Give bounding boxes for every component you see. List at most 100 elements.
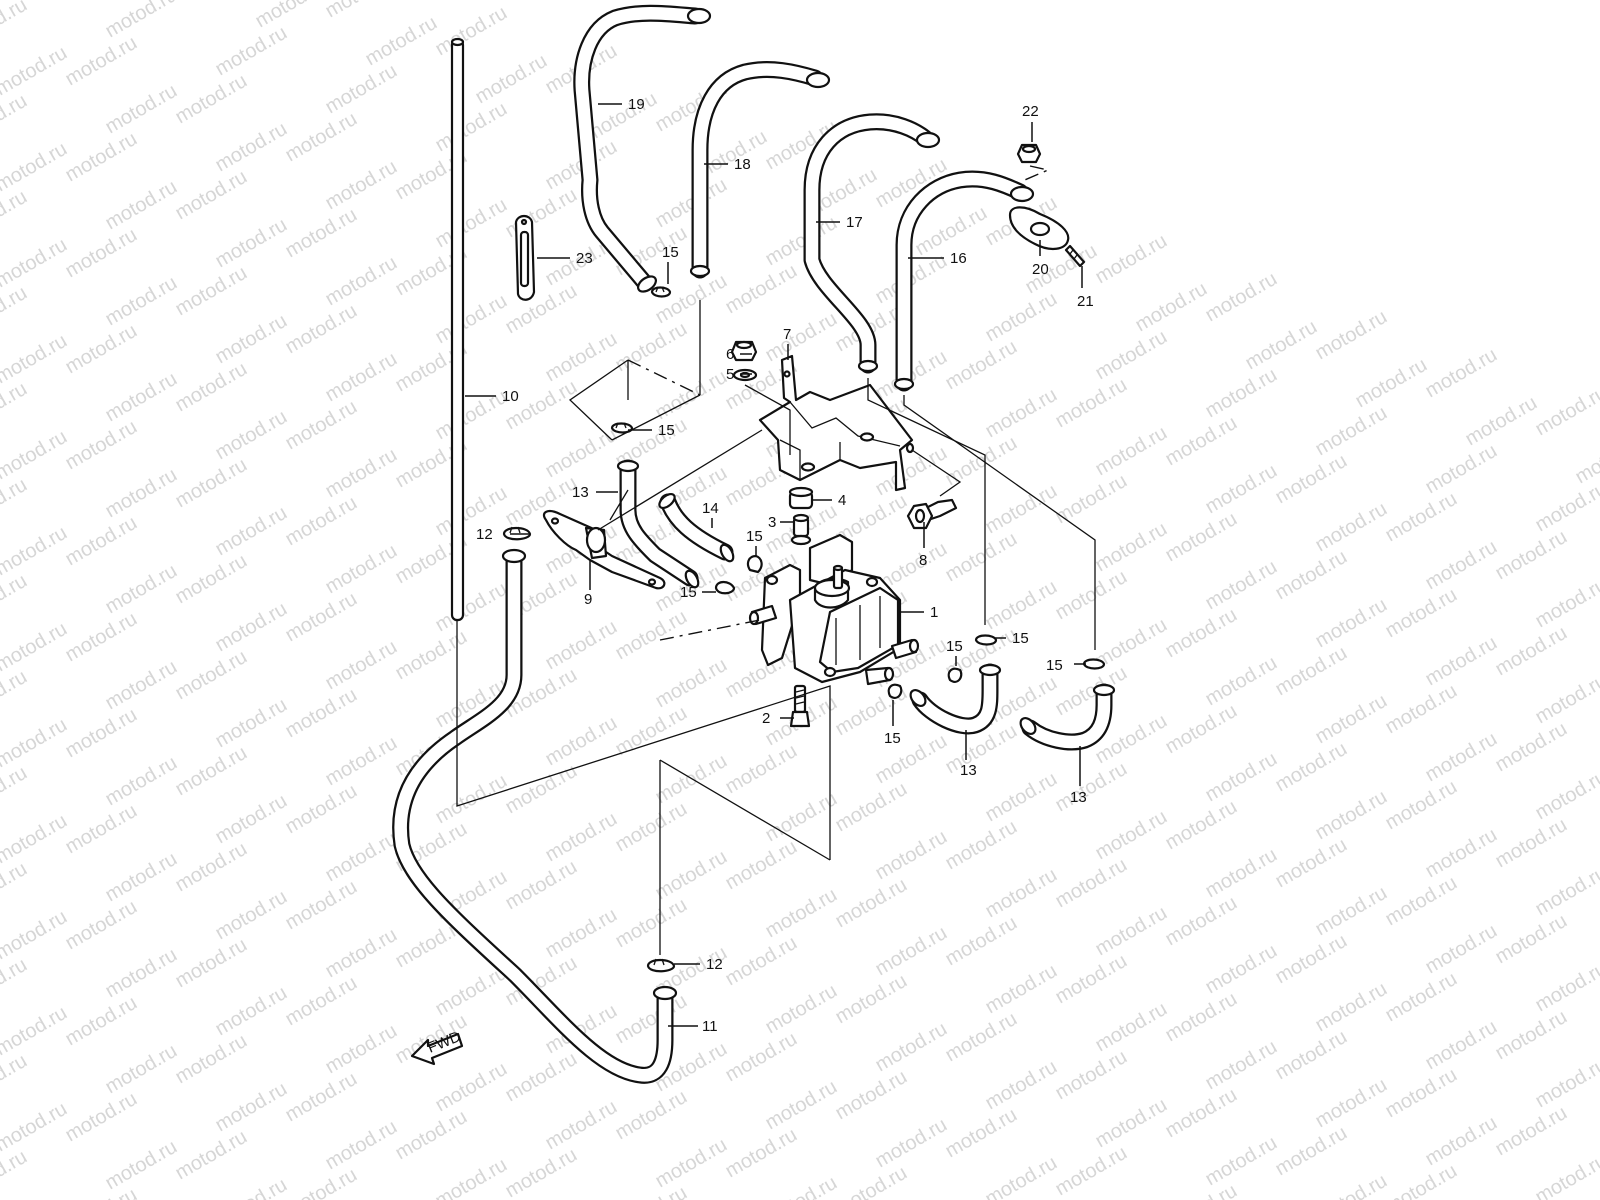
watermark-text: motod.ru (1532, 574, 1600, 633)
watermark-text: motod.ru (652, 366, 731, 425)
watermark-text: motod.ru (1052, 1046, 1131, 1105)
watermark-text: motod.ru (1092, 518, 1171, 577)
watermark-text: motod.ru (982, 864, 1061, 923)
watermark-text: motod.ru (212, 22, 291, 81)
callout-12-b: 12 (706, 956, 723, 973)
clip-15-a (650, 286, 672, 298)
callout-15-d: 15 (680, 584, 697, 601)
watermark-text: motod.ru (612, 702, 691, 761)
watermark-text: motod.ru (172, 1126, 251, 1185)
watermark-text: motod.ru (982, 288, 1061, 347)
watermark-text: motod.ru (62, 512, 141, 571)
watermark-text: motod.ru (1532, 766, 1600, 825)
watermark-text: motod.ru (172, 1030, 251, 1089)
watermark-text: motod.ru (542, 616, 621, 675)
part-5-washer (732, 368, 758, 382)
callout-23: 23 (576, 250, 593, 267)
clip-12-upper (502, 526, 532, 541)
watermark-text: motod.ru (1132, 278, 1211, 337)
watermark-text: motod.ru (322, 348, 401, 407)
watermark-text: motod.ru (322, 540, 401, 599)
part-11-return-hose (392, 548, 678, 1084)
watermark-text: motod.ru (1312, 306, 1391, 365)
watermark-text: motod.ru (322, 732, 401, 791)
part-2-screw (789, 684, 811, 728)
watermark-text: motod.ru (0, 570, 31, 629)
watermark-text: motod.ru (1492, 910, 1571, 969)
watermark-text: motod.ru (62, 704, 141, 763)
watermark-text: motod.ru (172, 838, 251, 897)
callout-2: 2 (762, 710, 770, 727)
watermark-text: motod.ru (432, 290, 511, 349)
watermark-text: motod.ru (762, 1172, 841, 1200)
watermark-text: motod.ru (432, 2, 511, 61)
watermark-text: motod.ru (1272, 738, 1351, 797)
watermark-text: motod.ru (1162, 700, 1241, 759)
watermark-text: motod.ru (1382, 680, 1461, 739)
watermark-text: motod.ru (1272, 1026, 1351, 1085)
watermark-text: motod.ru (102, 656, 181, 715)
watermark-text: motod.ru (1352, 354, 1431, 413)
watermark-text: motod.ru (212, 1078, 291, 1137)
watermark-text: motod.ru (652, 654, 731, 713)
watermark-text: motod.ru (1162, 1084, 1241, 1143)
watermark-text: motod.ru (1312, 498, 1391, 557)
watermark-text: motod.ru (1492, 814, 1571, 873)
watermark-text: motod.ru (322, 0, 401, 22)
watermark-text: motod.ru (942, 912, 1021, 971)
watermark-text: motod.ru (1272, 546, 1351, 605)
watermark-text: motod.ru (0, 1098, 71, 1157)
watermark-text: motod.ru (1272, 930, 1351, 989)
watermark-text: motod.ru (612, 318, 691, 377)
watermark-text: motod.ru (1092, 422, 1171, 481)
watermark-text: motod.ru (872, 826, 951, 885)
clip-12-lower (646, 958, 676, 973)
watermark-text: motod.ru (542, 808, 621, 867)
watermark-text: motod.ru (0, 1050, 31, 1109)
watermark-text: motod.ru (1092, 326, 1171, 385)
callout-18: 18 (734, 156, 751, 173)
part-18-hose (689, 61, 831, 279)
watermark-text: motod.ru (1422, 824, 1501, 883)
watermark-text: motod.ru (832, 778, 911, 837)
watermark-text: motod.ru (1202, 460, 1281, 519)
watermark-text: motod.ru (942, 816, 1021, 875)
callout-8: 8 (919, 552, 927, 569)
callout-3: 3 (768, 514, 776, 531)
watermark-text: motod.ru (0, 522, 71, 581)
watermark-text: motod.ru (942, 1104, 1021, 1163)
watermark-text: motod.ru (542, 712, 621, 771)
watermark-text: motod.ru (1312, 1170, 1391, 1200)
watermark-text: motod.ru (982, 1056, 1061, 1115)
watermark-text: motod.ru (1492, 1102, 1571, 1161)
watermark-text: motod.ru (982, 960, 1061, 1019)
clip-15-g (887, 683, 903, 699)
part-17-hose (803, 113, 941, 374)
watermark-text: motod.ru (172, 70, 251, 129)
watermark-text: motod.ru (322, 156, 401, 215)
watermark-text: motod.ru (0, 666, 31, 725)
watermark-text: motod.ru (542, 328, 621, 387)
watermark-text: motod.ru (502, 1048, 581, 1107)
callout-10: 10 (502, 388, 519, 405)
watermark-text: motod.ru (722, 932, 801, 991)
part-8-bolt (906, 498, 958, 530)
watermark-text: motod.ru (62, 1184, 141, 1200)
part-19-hose (573, 4, 712, 293)
watermark-text: motod.ru (1272, 1122, 1351, 1181)
watermark-text: motod.ru (762, 884, 841, 943)
callout-15-b: 15 (658, 422, 675, 439)
watermark-text: motod.ru (1272, 642, 1351, 701)
watermark-text: motod.ru (172, 742, 251, 801)
clip-15-f (947, 667, 963, 683)
watermark-text: motod.ru (282, 972, 361, 1031)
watermark-text: motod.ru (322, 924, 401, 983)
watermark-text: motod.ru (1312, 882, 1391, 941)
watermark-text: motod.ru (212, 790, 291, 849)
part-13-hose-lower-right (1019, 683, 1116, 751)
watermark-text: motod.ru (0, 714, 71, 773)
watermark-text: motod.ru (62, 608, 141, 667)
watermark-text: motod.ru (762, 308, 841, 367)
watermark-text: motod.ru (0, 186, 31, 245)
callout-labels: 19 18 17 16 22 20 21 23 15 6 5 7 15 10 1… (476, 96, 1094, 1035)
